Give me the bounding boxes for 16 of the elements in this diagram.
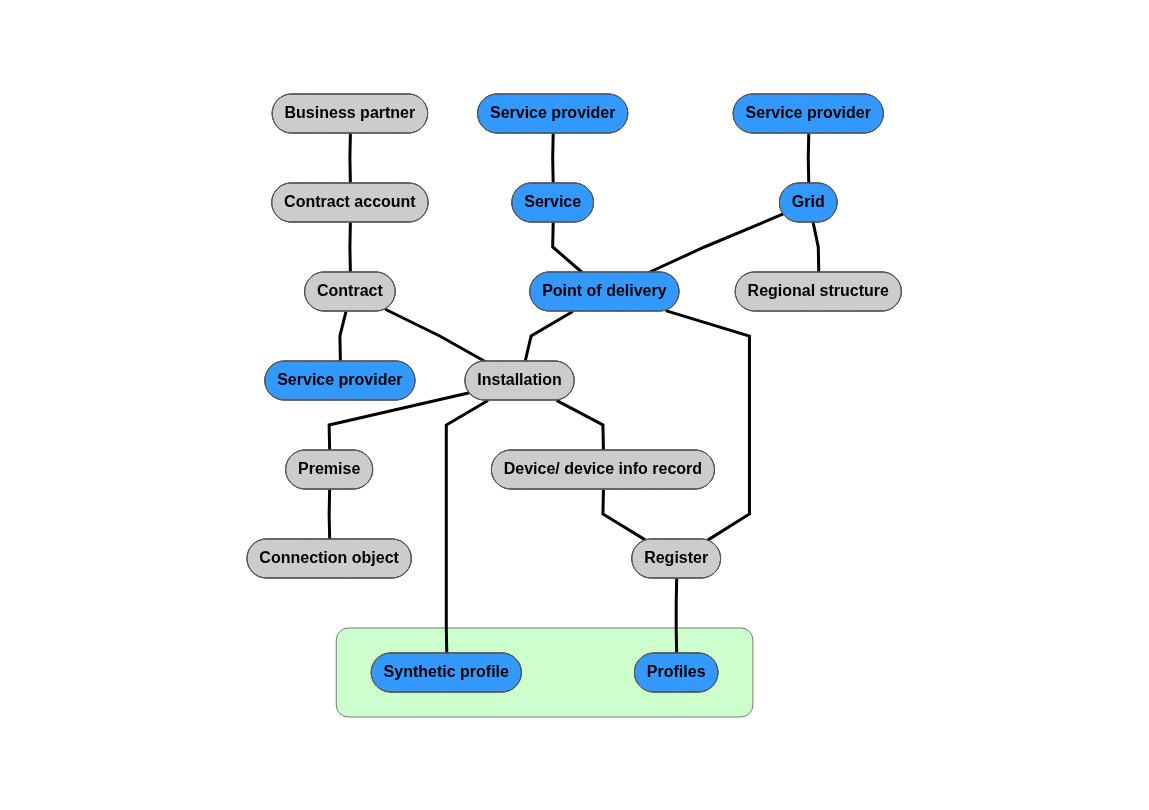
connector — [338, 310, 348, 362]
connector — [665, 308, 752, 542]
connector — [601, 488, 648, 542]
connector — [807, 132, 811, 184]
connector — [348, 221, 353, 273]
connector — [348, 132, 353, 184]
connector — [327, 390, 471, 450]
connector — [524, 309, 574, 362]
connector — [551, 132, 556, 184]
connector — [812, 221, 821, 273]
connector — [445, 398, 490, 654]
cluster — [336, 627, 754, 717]
connector — [675, 577, 679, 654]
connector — [384, 307, 487, 363]
connector — [556, 398, 606, 450]
connector — [328, 488, 332, 539]
